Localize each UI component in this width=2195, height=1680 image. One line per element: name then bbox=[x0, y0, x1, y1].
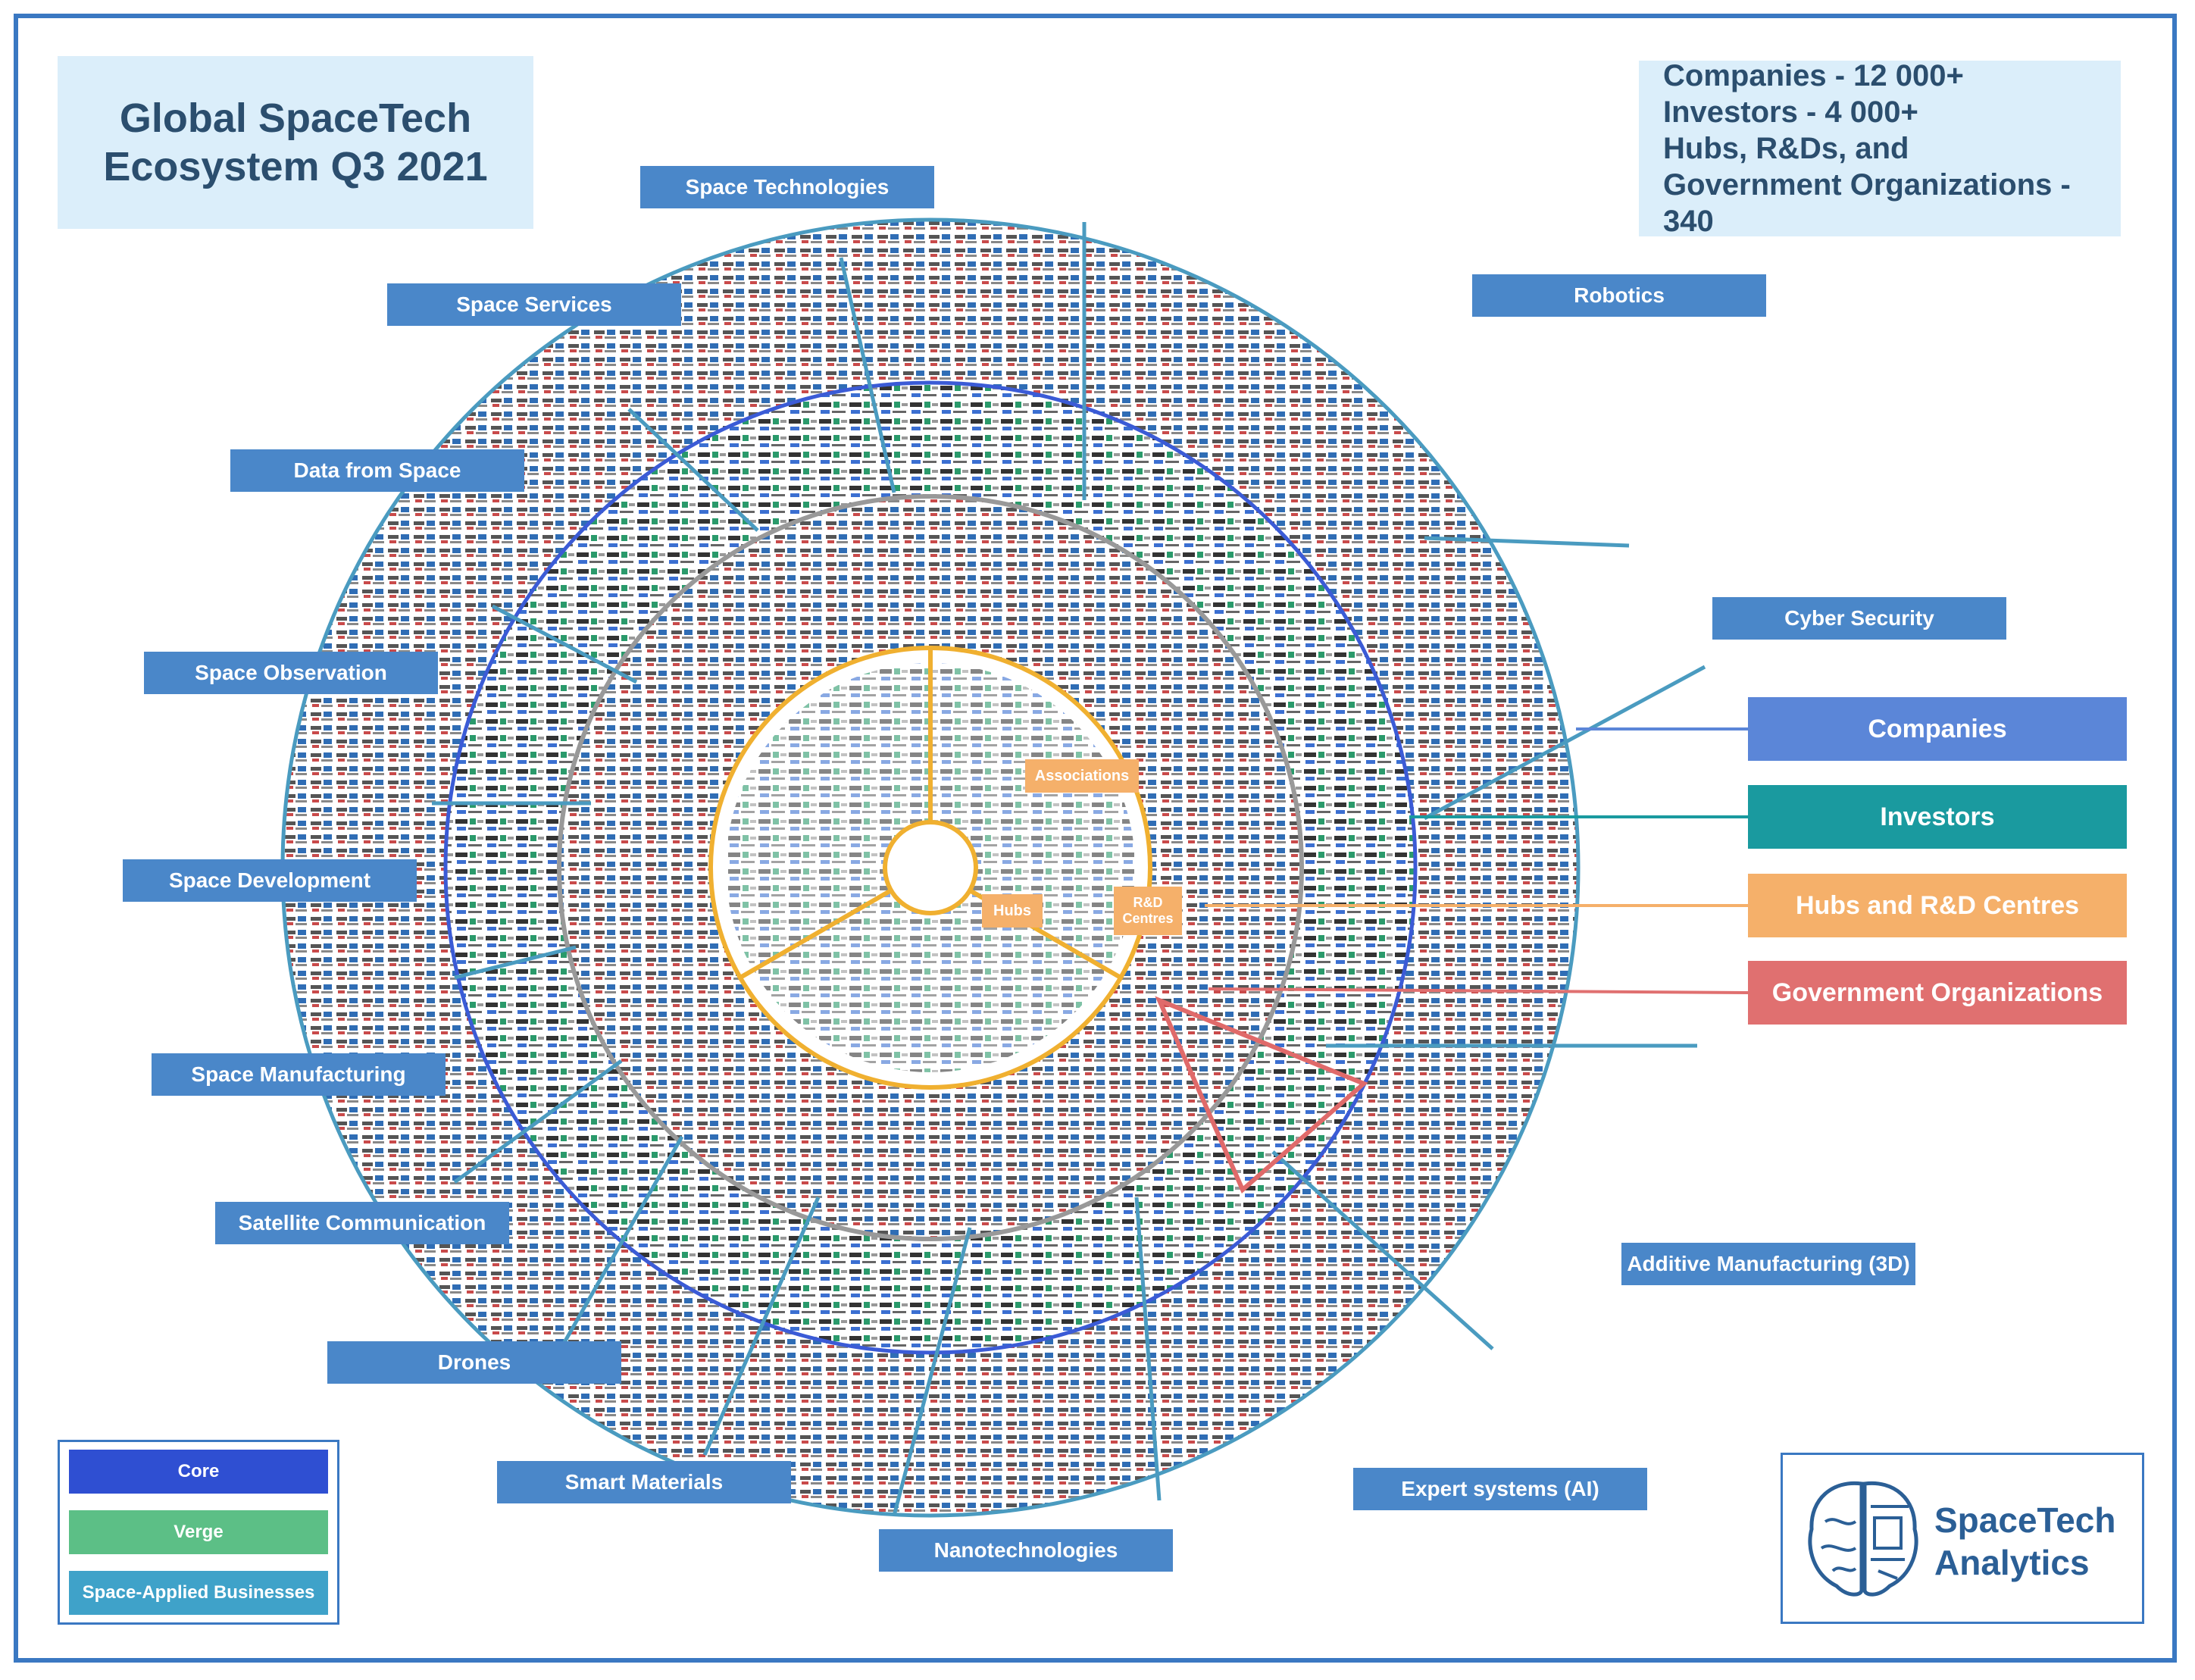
legend-connectors bbox=[1205, 727, 1749, 994]
center-label-rd-centres: R&D Centres bbox=[1114, 887, 1182, 935]
segment-label-nanotechnologies: Nanotechnologies bbox=[879, 1529, 1173, 1572]
segment-dividers bbox=[432, 222, 1706, 1516]
category-legend: Core Verge Space-Applied Businesses bbox=[58, 1440, 339, 1625]
brain-circuit-icon bbox=[1808, 1481, 1918, 1597]
government-wedge bbox=[1155, 996, 1368, 1194]
stats-government: Government Organizations - 340 bbox=[1663, 168, 2071, 238]
segment-label-space-manufacturing: Space Manufacturing bbox=[152, 1053, 446, 1096]
legend-verge: Verge bbox=[69, 1510, 328, 1554]
logo-line1: SpaceTech bbox=[1934, 1500, 2116, 1540]
segment-label-expert-systems: Expert systems (AI) bbox=[1353, 1468, 1647, 1510]
legend-core: Core bbox=[69, 1450, 328, 1494]
title-box: Global SpaceTech Ecosystem Q3 2021 bbox=[58, 56, 533, 229]
logo-line2: Analytics bbox=[1934, 1543, 2090, 1582]
center-label-associations: Associations bbox=[1025, 759, 1139, 793]
legend-investors: Investors bbox=[1748, 785, 2127, 849]
segment-label-smart-materials: Smart Materials bbox=[497, 1461, 791, 1503]
center-label-rd-line1: R&D bbox=[1133, 895, 1163, 910]
page-title-line2: Ecosystem Q3 2021 bbox=[103, 144, 488, 189]
stats-hubs: Hubs, R&Ds, and bbox=[1663, 132, 1909, 165]
logo: SpaceTech Analytics bbox=[1781, 1453, 2144, 1624]
stats-companies: Companies - 12 000+ bbox=[1663, 59, 1964, 92]
hubs-ring bbox=[708, 646, 1152, 1090]
segment-label-space-observation: Space Observation bbox=[144, 652, 438, 694]
legend-companies: Companies bbox=[1748, 697, 2127, 761]
segment-label-drones: Drones bbox=[327, 1341, 621, 1384]
segment-label-space-services: Space Services bbox=[387, 283, 681, 326]
segment-label-space-development: Space Development bbox=[123, 859, 417, 902]
page-title-line1: Global SpaceTech bbox=[119, 95, 472, 141]
legend-space-applied: Space-Applied Businesses bbox=[69, 1571, 328, 1615]
segment-label-robotics: Robotics bbox=[1472, 274, 1766, 317]
center-label-rd-line2: Centres bbox=[1122, 911, 1174, 926]
segment-label-satellite-communication: Satellite Communication bbox=[215, 1202, 509, 1244]
stats-box: Companies - 12 000+ Investors - 4 000+ H… bbox=[1639, 59, 2121, 238]
legend-government: Government Organizations bbox=[1748, 961, 2127, 1025]
segment-label-cyber-security: Cyber Security bbox=[1712, 597, 2006, 640]
center-label-hubs: Hubs bbox=[982, 894, 1043, 928]
segment-label-data-from-space: Data from Space bbox=[230, 449, 524, 492]
logo-text: SpaceTech Analytics bbox=[1934, 1499, 2115, 1584]
segment-label-space-technologies: Space Technologies bbox=[640, 166, 934, 208]
outer-frame bbox=[14, 14, 2177, 1663]
stats-investors: Investors - 4 000+ bbox=[1663, 95, 1918, 129]
segment-label-additive-manufacturing: Additive Manufacturing (3D) bbox=[1621, 1243, 1915, 1285]
legend-hubs: Hubs and R&D Centres bbox=[1748, 874, 2127, 937]
